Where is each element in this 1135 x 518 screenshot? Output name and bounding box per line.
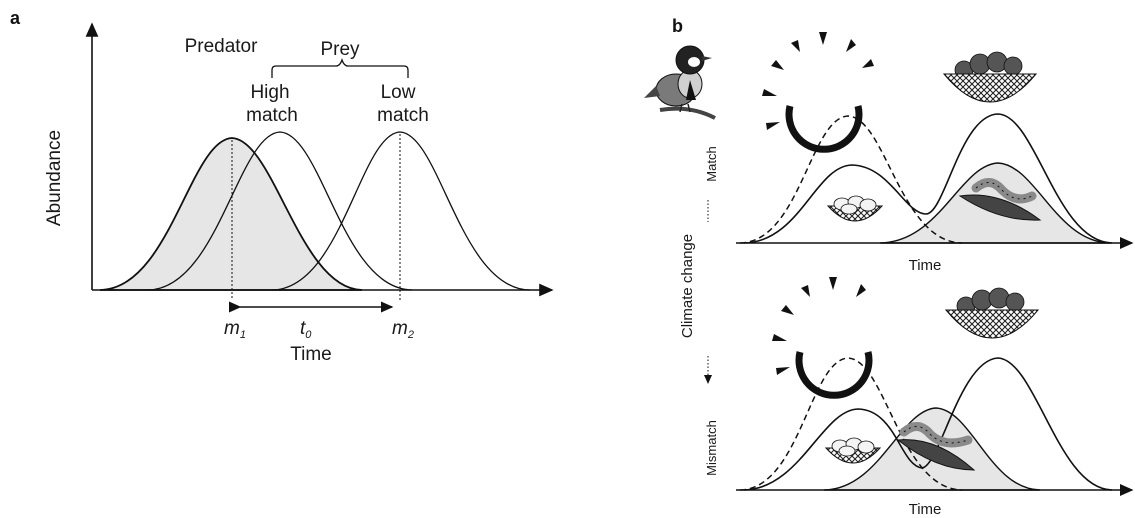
match-chick-nest-icon: [942, 51, 1038, 103]
mismatch-sun-icon: [772, 277, 873, 399]
match-bird-curve: [743, 113, 1113, 244]
mismatch-label: Mismatch: [704, 420, 719, 476]
x-axis-label: Time: [290, 344, 332, 365]
mismatch-chick-nest-icon: [944, 287, 1040, 339]
match-label: Match: [704, 146, 719, 181]
panel-a: a Abundance Predator Prey High match Low…: [10, 8, 554, 365]
high-match-label-line2: match: [246, 105, 298, 126]
predator-curve: [99, 137, 363, 291]
mismatch-time-label: Time: [909, 501, 942, 518]
match-sun-icon: [762, 32, 874, 153]
match-egg-nest-icon: [826, 195, 884, 222]
match-sun-dashed: [739, 115, 963, 244]
predator-label: Predator: [185, 36, 259, 57]
panel-b-letter: b: [672, 16, 683, 36]
high-match-label-line1: High: [250, 82, 289, 103]
mismatch-subpanel: Time: [736, 277, 1134, 518]
prey-brace: [271, 57, 409, 78]
mismatch-sun-dashed: [739, 357, 963, 491]
high-match-prey-curve: [147, 131, 413, 291]
m1-label: m1: [224, 318, 246, 341]
panel-a-letter: a: [10, 8, 21, 28]
low-match-label-line1: Low: [381, 82, 416, 103]
prey-label: Prey: [320, 39, 360, 60]
climate-change-label: Climate change: [679, 234, 696, 338]
mismatch-caterpillar-icon: [896, 422, 976, 471]
mismatch-egg-nest-icon: [824, 437, 882, 464]
y-axis-label: Abundance: [44, 130, 65, 226]
m2-label: m2: [392, 318, 414, 341]
panel-b: b Match Climate change Mismatch Time: [644, 16, 1134, 518]
low-match-prey-curve: [271, 131, 531, 291]
low-match-label-line2: match: [377, 105, 429, 126]
match-caterpillar-icon: [958, 178, 1042, 221]
bird-illustration: [644, 45, 716, 120]
match-time-label: Time: [909, 257, 942, 274]
mismatch-bird-curve: [743, 357, 1113, 491]
t0-label: t0: [300, 318, 312, 341]
match-subpanel: Time: [736, 32, 1134, 274]
